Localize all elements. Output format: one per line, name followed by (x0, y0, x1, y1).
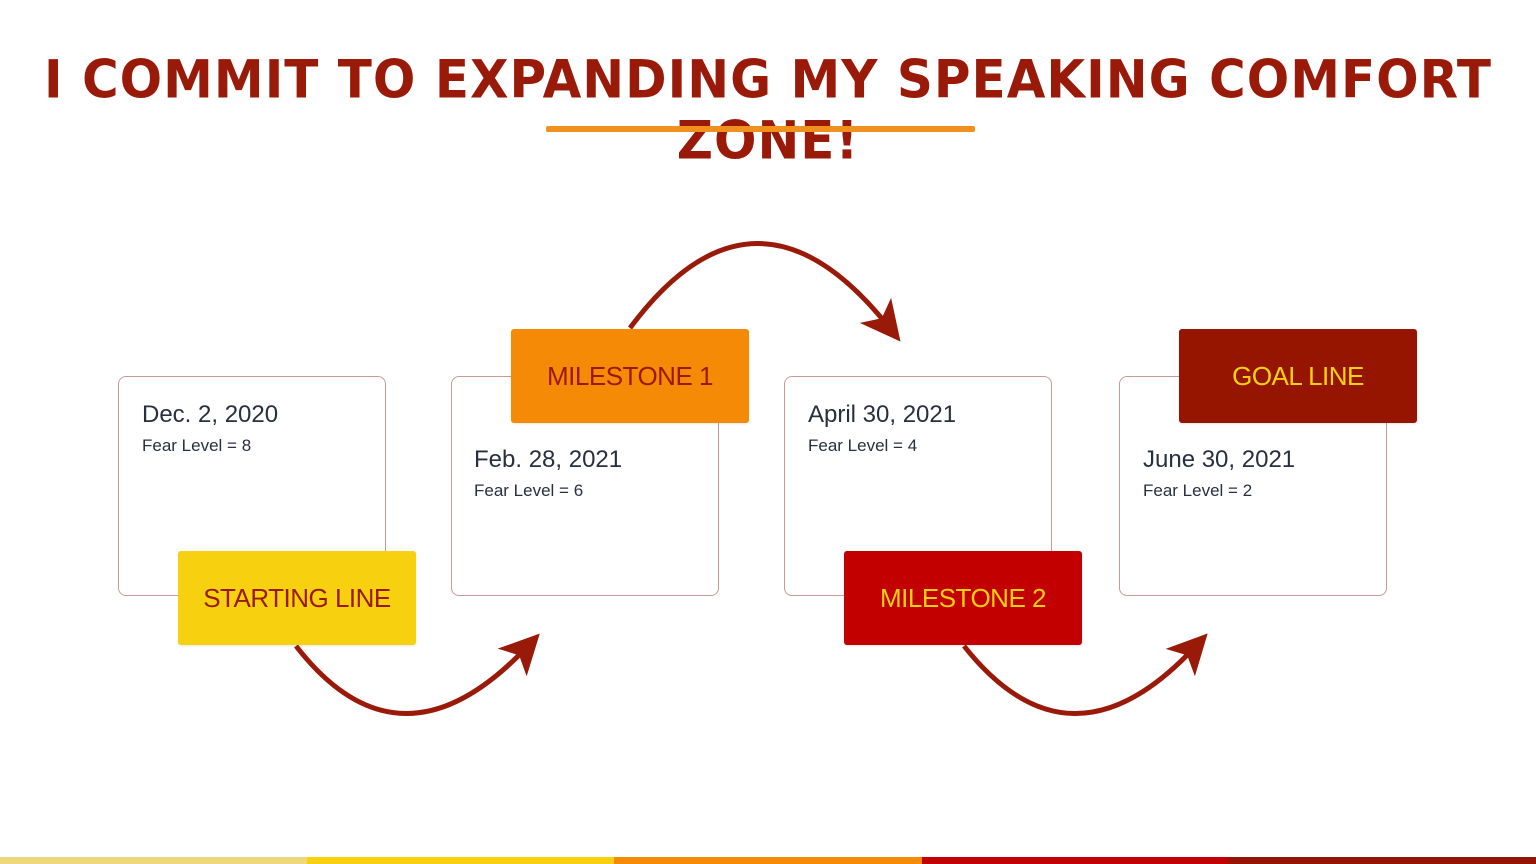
bar-segment-5 (1228, 857, 1536, 864)
arrow-start-to-m1 (294, 633, 540, 716)
bar-segment-1 (0, 857, 308, 864)
step-date: Dec. 2, 2020 (142, 401, 279, 428)
step-date: Feb. 28, 2021 (474, 446, 623, 473)
bar-segment-3 (614, 857, 922, 864)
step-date: April 30, 2021 (808, 401, 957, 428)
label-starting-line: STARTING LINE (178, 551, 416, 645)
label-goal-line: GOAL LINE (1179, 329, 1417, 423)
title-underline (546, 126, 975, 132)
step-date: June 30, 2021 (1143, 446, 1296, 473)
page-title: I COMMIT TO EXPANDING MY SPEAKING COMFOR… (43, 49, 1493, 171)
bottom-color-bar (0, 857, 1536, 864)
step-fear-level: Fear Level = 4 (808, 436, 918, 455)
step-fear-level: Fear Level = 6 (474, 481, 584, 500)
arrow-m1-to-m2 (627, 241, 901, 342)
bar-segment-2 (307, 857, 615, 864)
step-fear-level: Fear Level = 2 (1143, 481, 1253, 500)
label-milestone-2: MILESTONE 2 (844, 551, 1082, 645)
arrow-m2-to-goal (962, 633, 1208, 716)
label-milestone-1: MILESTONE 1 (511, 329, 749, 423)
step-fear-level: Fear Level = 8 (142, 436, 252, 455)
bar-segment-4 (921, 857, 1229, 864)
